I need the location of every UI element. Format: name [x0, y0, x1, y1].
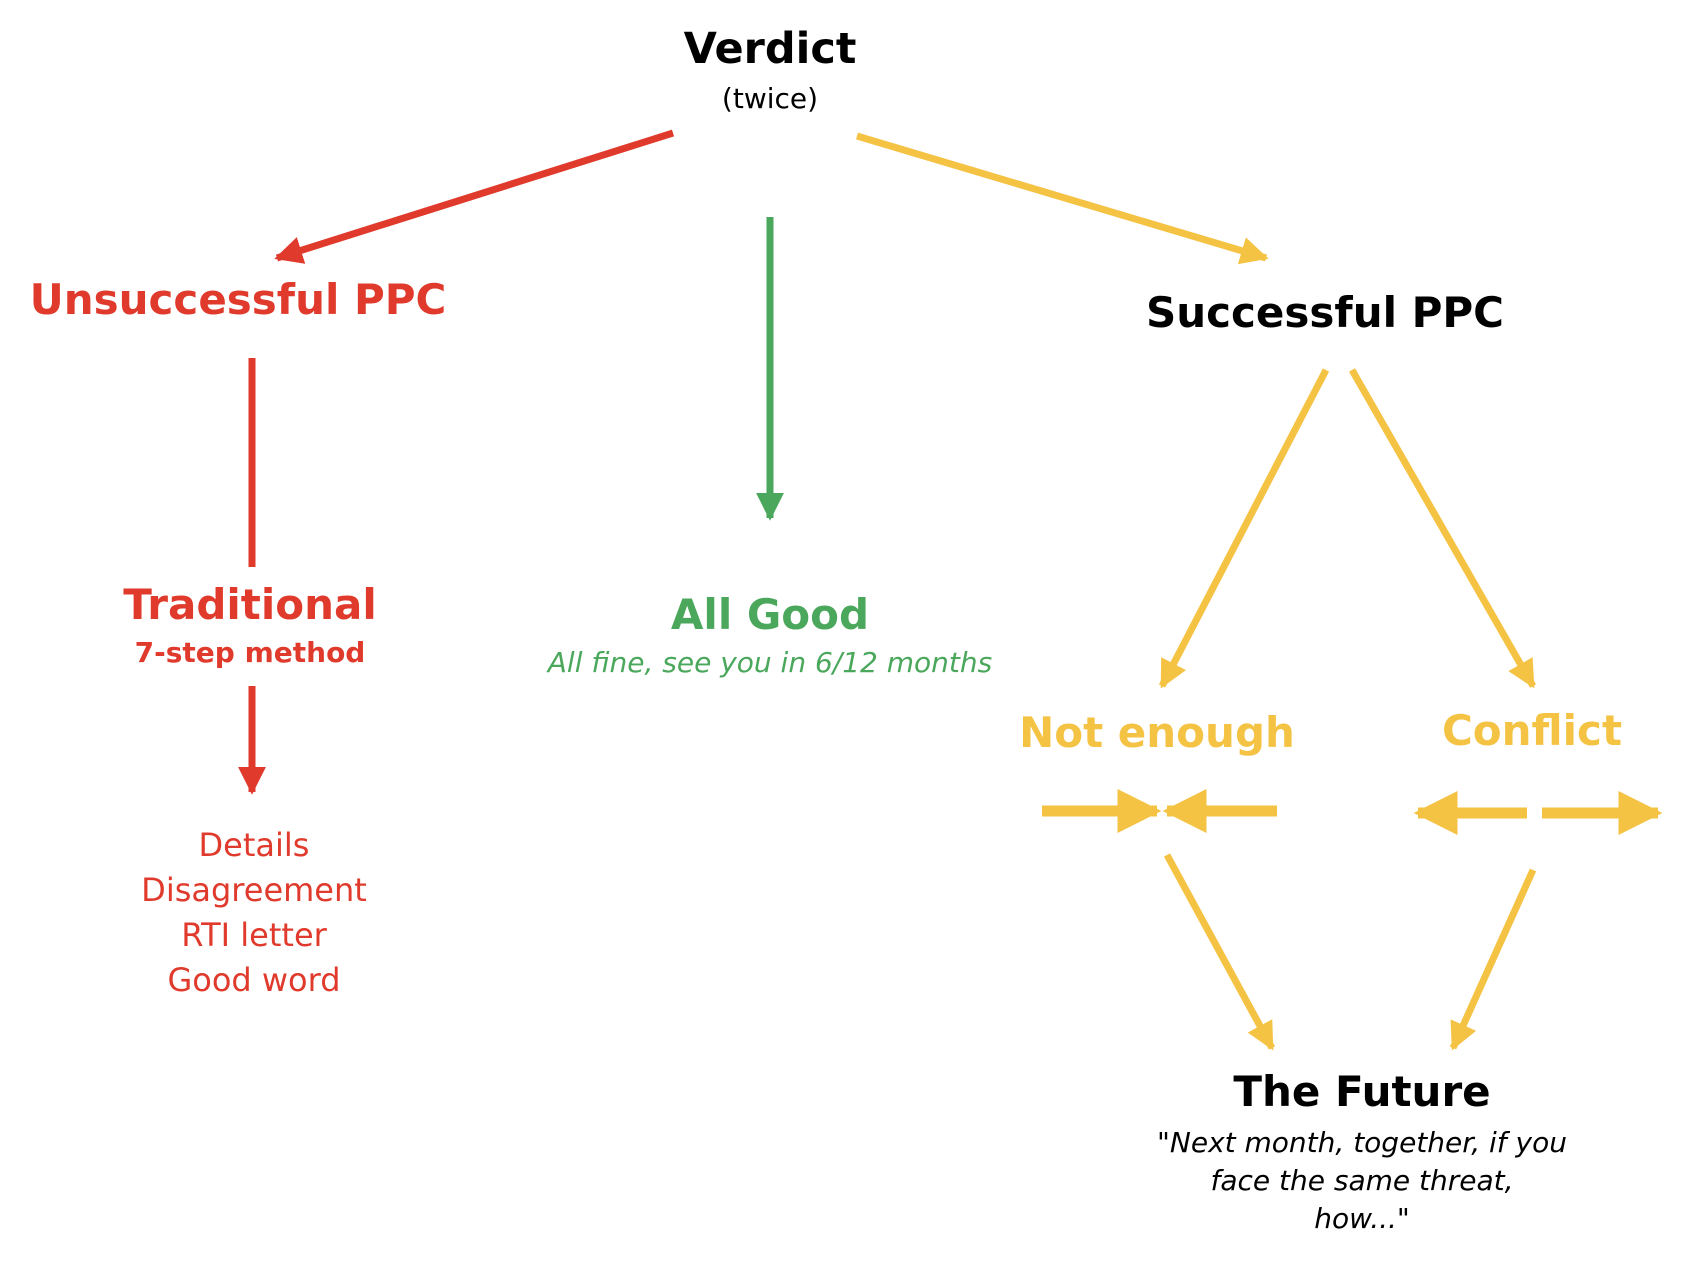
verdict-title: Verdict	[683, 24, 857, 74]
arrow-verdict-to-unsuccessful	[274, 129, 675, 264]
conflict-title: Conflict	[1441, 706, 1623, 755]
arrow-not-enough-to-future	[1163, 853, 1276, 1051]
verdict-subtitle: (twice)	[721, 82, 819, 115]
all-good-title: All Good	[670, 590, 870, 639]
traditional-title: Traditional	[123, 580, 377, 629]
successful-ppc-title: Successful PPC	[1145, 288, 1505, 337]
future-title: The Future	[1233, 1067, 1491, 1116]
arrow-conflict-to-future	[1449, 868, 1537, 1051]
arrow-verdict-to-successful	[855, 132, 1269, 265]
traditional-subtitle: 7-step method	[134, 636, 366, 669]
not-enough-title: Not enough	[1019, 708, 1295, 757]
unsuccessful-ppc-title: Unsuccessful PPC	[29, 275, 447, 324]
step-item: Details	[198, 826, 310, 864]
arrow-successful-to-conflict	[1348, 368, 1537, 689]
future-quote-line: face the same threat,	[1210, 1164, 1514, 1197]
step-item: Disagreement	[141, 871, 367, 909]
step-item: RTI letter	[181, 916, 327, 954]
arrow-successful-to-not-enough	[1158, 368, 1330, 689]
step-item: Good word	[167, 961, 341, 999]
future-quote-line: how..."	[1314, 1202, 1410, 1235]
future-quote: "Next month, together, if you face the s…	[1142, 1124, 1582, 1238]
all-good-subtitle: All fine, see you in 6/12 months	[547, 646, 993, 679]
traditional-steps-list: Details Disagreement RTI letter Good wor…	[141, 823, 367, 1003]
future-quote-line: "Next month, together, if you	[1157, 1126, 1567, 1159]
